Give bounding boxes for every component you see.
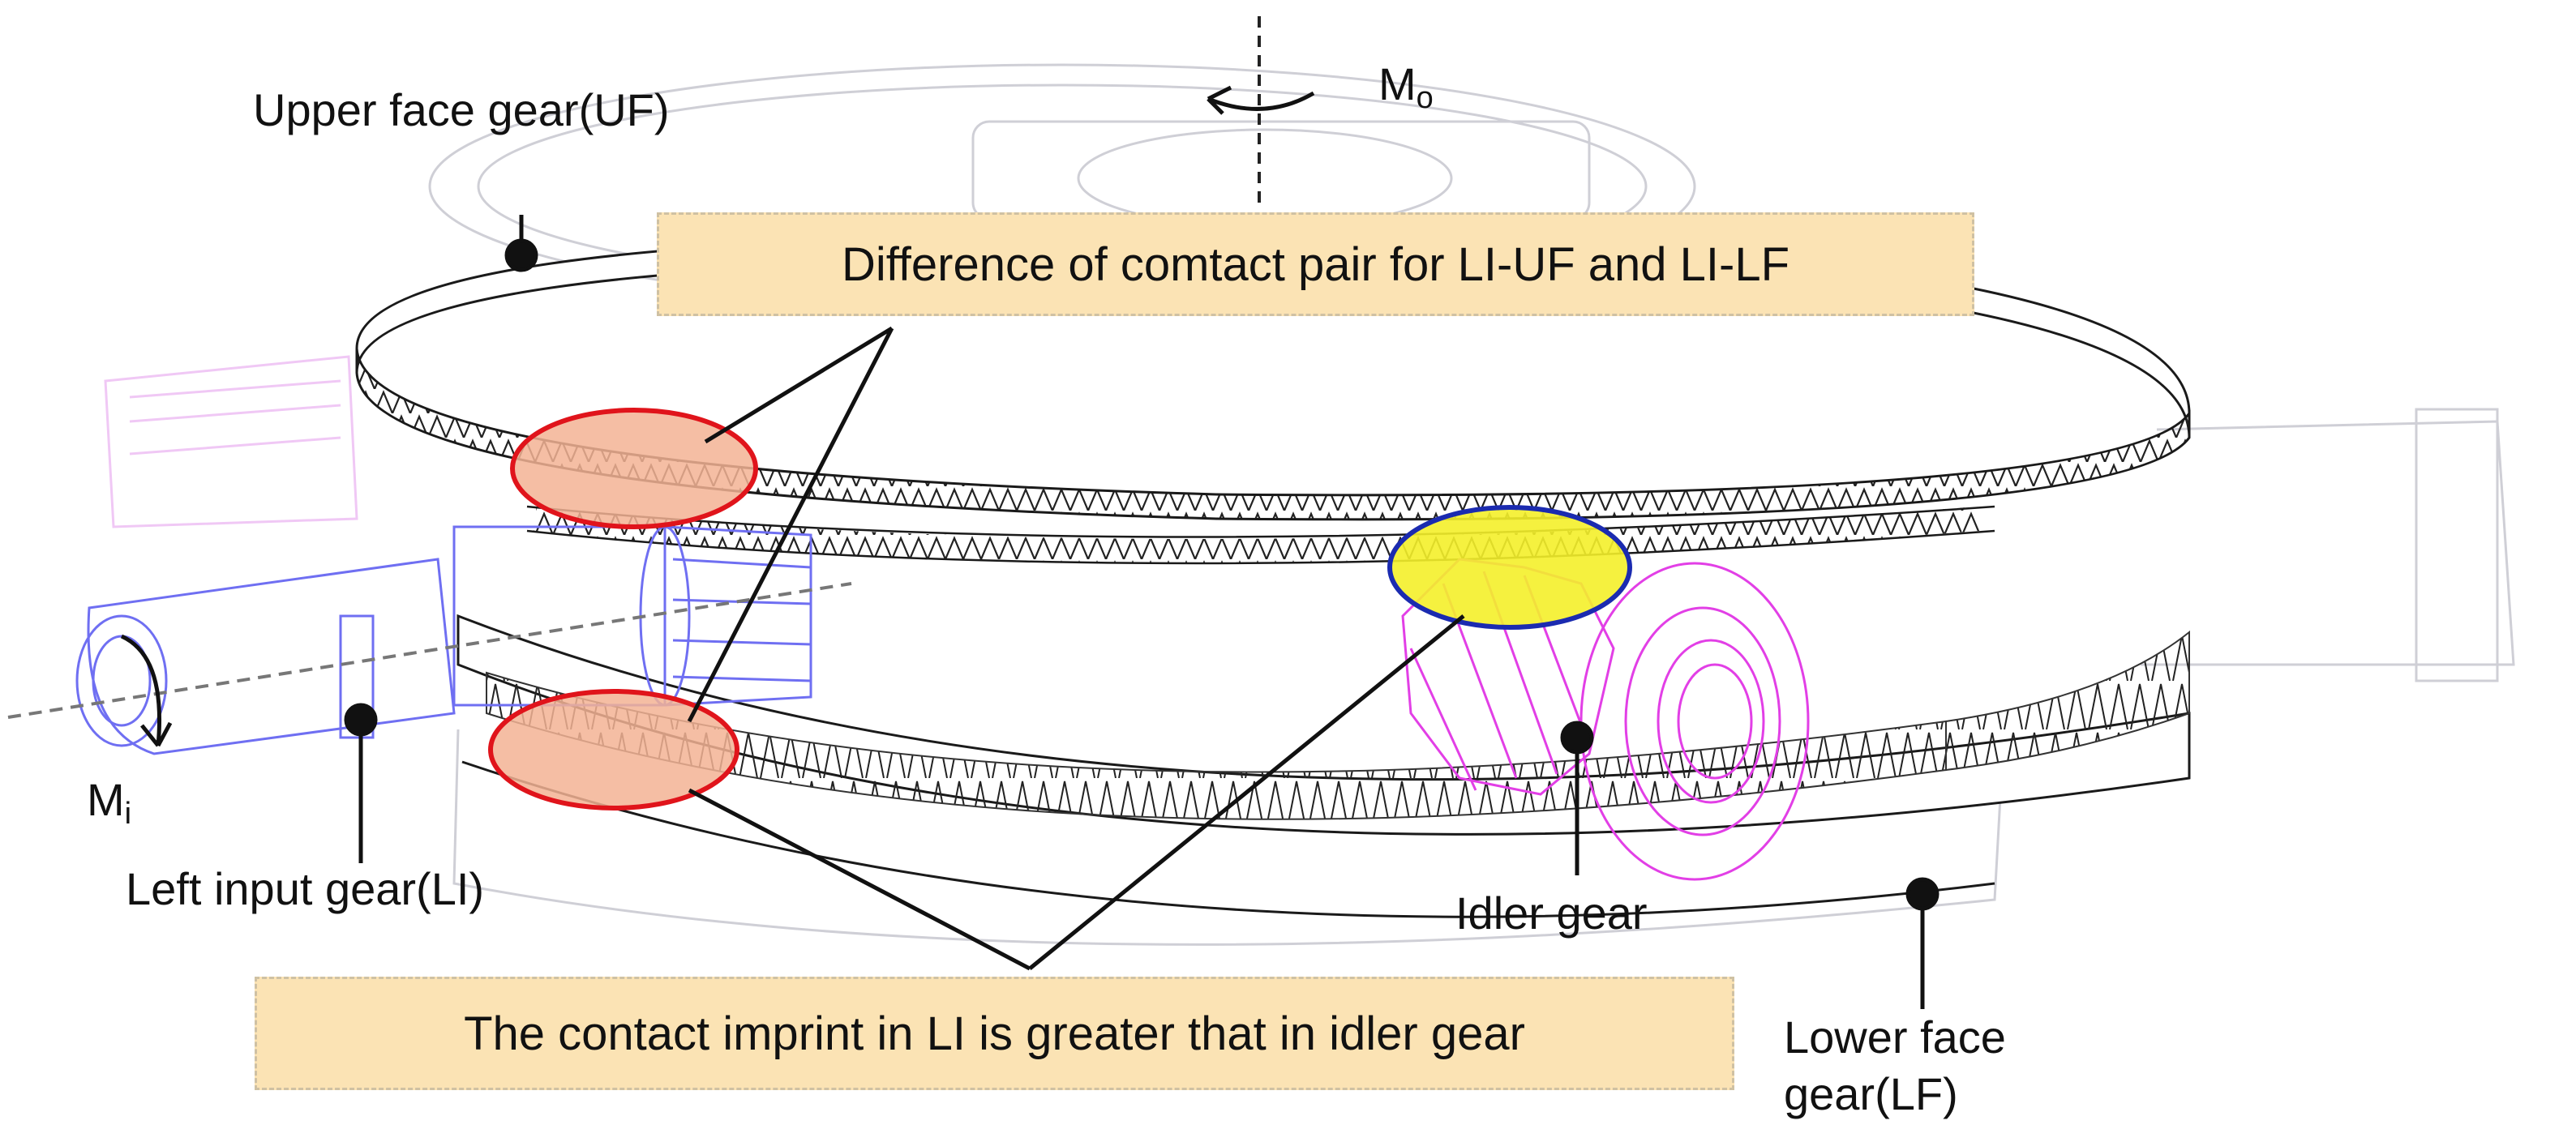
idler-contact-highlight	[1387, 505, 1632, 630]
contact-imprint-callout-text: The contact imprint in LI is greater tha…	[464, 1007, 1525, 1060]
idler-gear-label: Idler gear	[1455, 888, 1648, 939]
lower-face-gear	[456, 614, 2191, 918]
output-moment-arrow-icon	[1207, 85, 1315, 115]
input-moment-arrow-icon	[120, 634, 173, 747]
li-lf-contact-highlight	[488, 689, 739, 811]
contact-pair-callout-text: Difference of comtact pair for LI-UF and…	[841, 237, 1790, 291]
input-moment-label: Mi	[87, 774, 131, 832]
lower-face-gear-label-line2: gear(LF)	[1784, 1068, 1958, 1119]
lower-face-gear-label: Lower face gear(LF)	[1784, 1009, 2006, 1123]
upper-face-gear-label: Upper face gear(UF)	[253, 84, 670, 135]
lower-face-gear-label-line1: Lower face	[1784, 1012, 2006, 1063]
input-axis	[7, 582, 852, 719]
contact-pair-callout: Difference of comtact pair for LI-UF and…	[657, 212, 1974, 316]
contact-imprint-callout: The contact imprint in LI is greater tha…	[255, 977, 1734, 1090]
label-pointers	[344, 215, 1940, 1009]
callout-leader-lines	[687, 326, 1465, 971]
input-moment-symbol: M	[87, 774, 125, 825]
left-input-gear-label: Left input gear(LI)	[126, 863, 485, 914]
input-moment-subscript: i	[124, 797, 132, 831]
output-moment-subscript: o	[1416, 81, 1434, 115]
output-moment-label: Mo	[1378, 58, 1434, 117]
li-uf-contact-highlight	[510, 408, 758, 529]
output-moment-symbol: M	[1378, 58, 1417, 109]
